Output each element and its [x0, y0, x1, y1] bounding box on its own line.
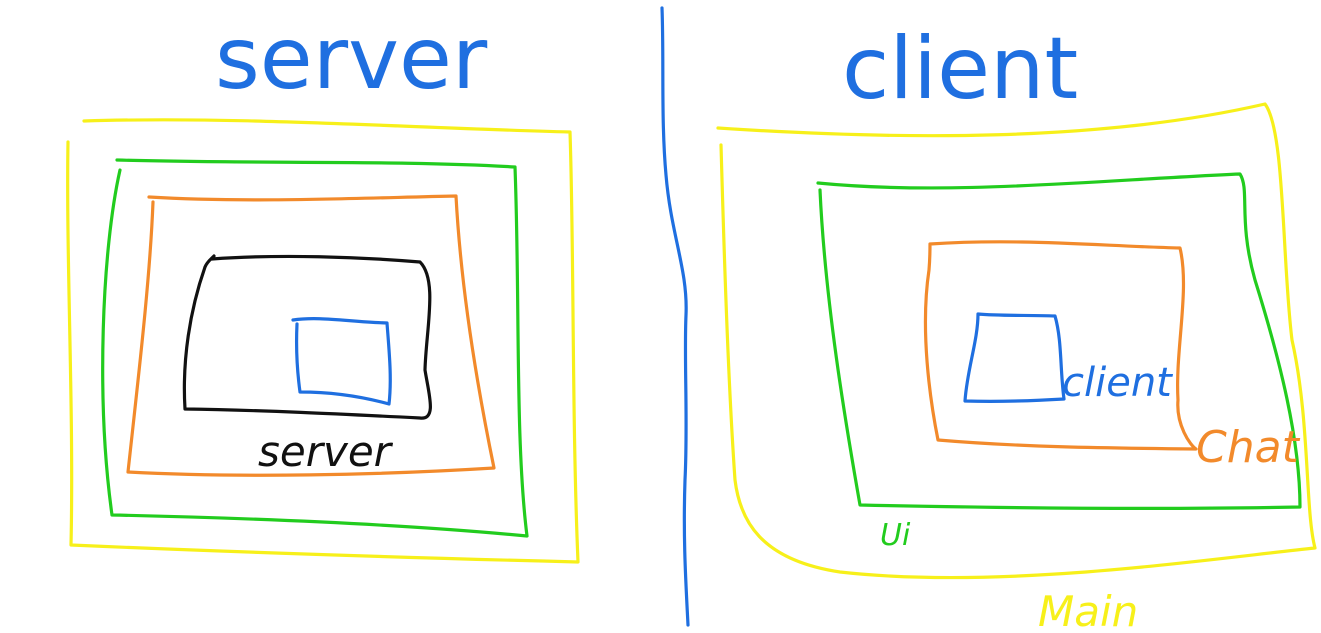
client-ui-box [816, 172, 1302, 511]
server-chat-box [126, 194, 496, 477]
client-ui-label: Ui [880, 518, 911, 553]
client-inner-label: client [1062, 360, 1173, 406]
client-main-label: Main [1038, 587, 1138, 633]
client-inner-box [963, 312, 1066, 403]
client-chat-label: Chat [1196, 422, 1301, 473]
server-main-box [66, 118, 580, 564]
server-inner-box [291, 317, 392, 406]
server-inner-label: server [258, 427, 394, 476]
client-panel-title: client [842, 19, 1078, 119]
panel-divider [660, 6, 690, 627]
client-main-box [716, 102, 1317, 580]
server-panel-title: server [215, 9, 488, 109]
server-ui-box [101, 158, 529, 538]
server-core-box [182, 254, 432, 420]
client-chat-box [923, 240, 1198, 451]
